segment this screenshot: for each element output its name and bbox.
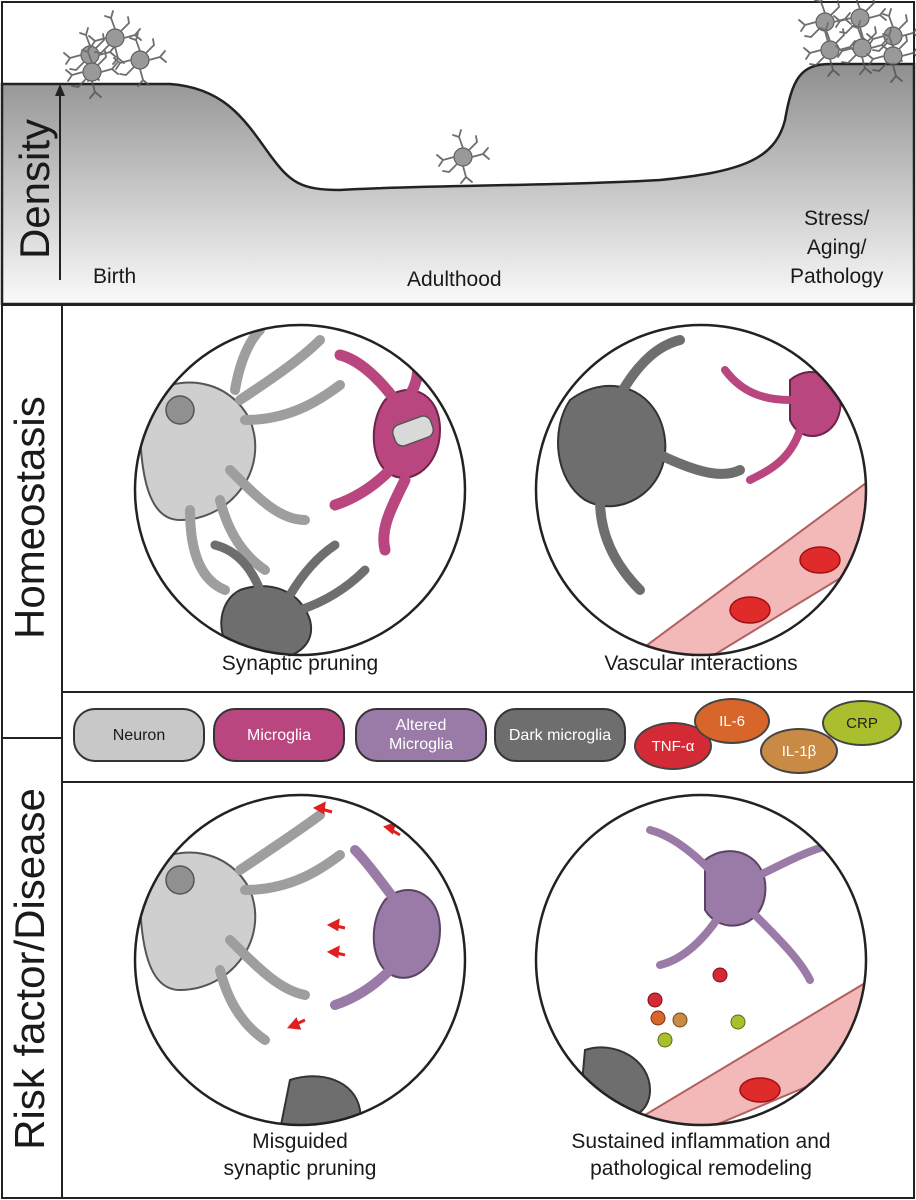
scene-sustained-inflammation: [536, 795, 866, 1125]
legend-il-1-beta: IL-1β: [760, 728, 838, 774]
legend-neuron: Neuron: [73, 708, 205, 762]
red-blood-cell: [799, 546, 841, 574]
microglia-single-adulthood: [436, 129, 490, 184]
circle-vascular-interactions: [534, 323, 868, 657]
circle-synaptic-pruning: [133, 323, 467, 657]
altered-microglia-processes: [330, 845, 400, 1010]
neuron-nucleus: [165, 865, 195, 895]
circle-sustained-inflammation: [534, 793, 868, 1127]
scene-vascular-interactions: [536, 325, 866, 655]
dark-microglia-processes: [595, 335, 745, 595]
row-label-homeostasis: Homeostasis: [6, 396, 53, 639]
dark-microglia-processes: [210, 540, 370, 615]
y-axis-label: Density: [11, 118, 58, 260]
y-axis-arrowhead: [55, 84, 65, 96]
dark-microglia-cell: [557, 384, 667, 508]
neuron-dendrites: [215, 810, 345, 1045]
scene-synaptic-pruning: [135, 325, 465, 655]
legend-il-6: IL-6: [694, 698, 770, 744]
neuron-dendrites: [185, 325, 345, 595]
density-curve: [0, 62, 916, 306]
row-label-disease: Risk factor/Disease: [6, 788, 53, 1150]
microglia-cell: [789, 370, 842, 437]
circle-misguided-pruning: [133, 793, 467, 1127]
legend-altered-microglia: Altered Microglia: [355, 708, 487, 762]
stage-label-pathology: Stress/ Aging/ Pathology: [790, 207, 884, 288]
vessel-wall: [598, 478, 866, 655]
red-blood-cell: [729, 596, 771, 624]
misdirected-pruning-arrows: [287, 801, 401, 1030]
dark-microglia-cell: [220, 585, 313, 655]
legend-crp: CRP: [822, 700, 902, 746]
legend-dark-microglia: Dark microglia: [494, 708, 626, 762]
cytokine-particles: [647, 967, 746, 1048]
legend-microglia: Microglia: [213, 708, 345, 762]
neuron-nucleus: [165, 395, 195, 425]
caption-misguided-pruning: Misguided synaptic pruning: [223, 1130, 377, 1180]
legend-tnf-alpha: TNF-α: [634, 722, 712, 770]
altered-microglia-cell: [372, 889, 442, 979]
stage-label-birth: Birth: [93, 265, 137, 288]
stage-label-adulthood: Adulthood: [407, 268, 502, 291]
microglia-nucleus: [391, 415, 435, 447]
caption-sustained-inflammation: Sustained inflammation and pathological …: [571, 1130, 831, 1180]
red-blood-cell: [739, 1077, 781, 1103]
caption-synaptic-pruning: Synaptic pruning: [221, 652, 379, 675]
vessel-wall: [617, 978, 866, 1125]
scene-misguided-pruning: [135, 795, 465, 1125]
caption-vascular-interactions: Vascular interactions: [604, 652, 798, 675]
microglia-processes: [721, 366, 804, 484]
